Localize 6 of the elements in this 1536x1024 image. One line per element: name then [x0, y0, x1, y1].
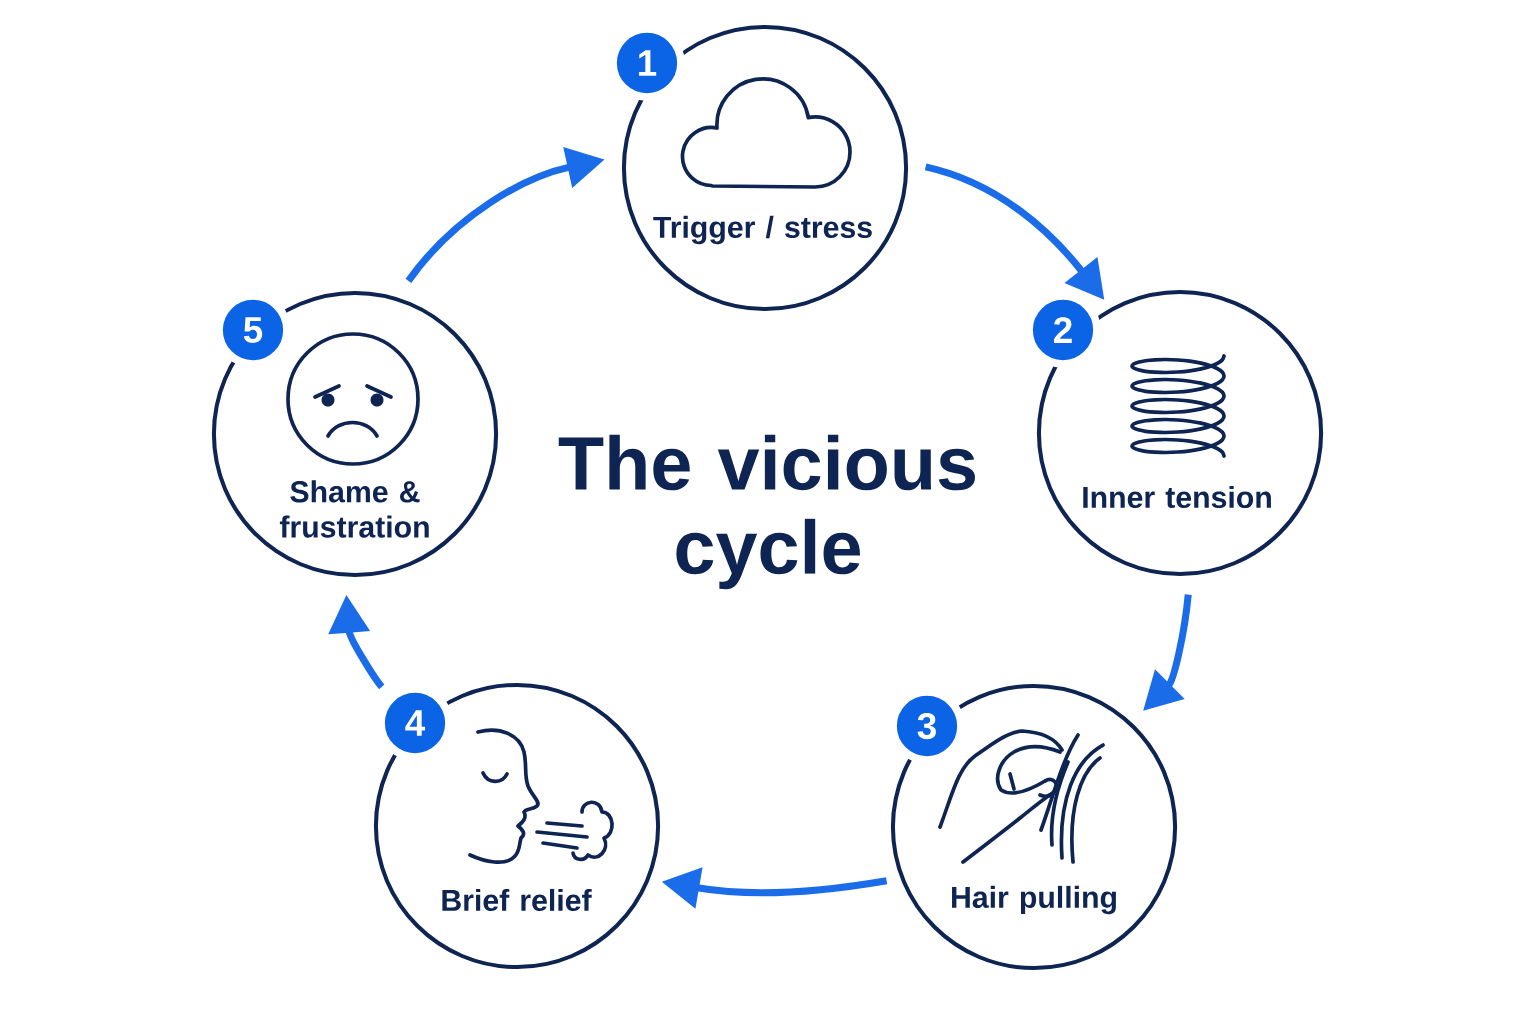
number-badge: 1 — [609, 25, 685, 101]
number-badge: 5 — [215, 292, 291, 368]
title: The vicious cycle — [558, 434, 975, 590]
number-badge: 2 — [1025, 292, 1101, 368]
number-badge: 3 — [889, 688, 965, 764]
number-badge: 4 — [377, 685, 453, 761]
